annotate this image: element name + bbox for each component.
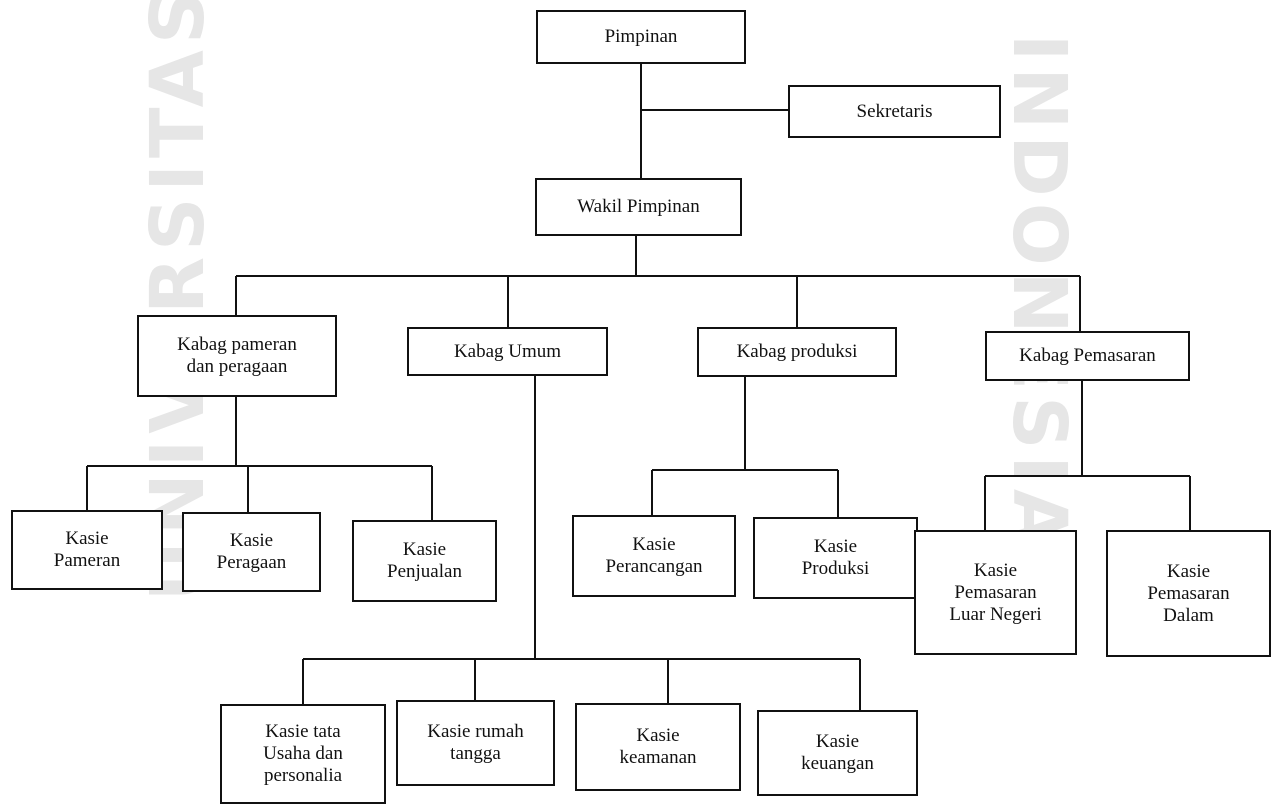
node-pimpinan-label: Pimpinan [604,26,678,47]
node-kabag-produksi-label: Kabag produksi [736,341,858,362]
node-kabag-pameran-label: Kabag pameran dan peragaan [177,334,297,377]
node-sekretaris-label: Sekretaris [856,100,933,122]
node-kasie-pemasaran-luar-label: Kasie Pemasaran Luar Negeri [949,559,1042,625]
node-kasie-penjualan: Kasie Penjualan [352,520,497,602]
node-kasie-keamanan: Kasie keamanan [575,703,741,791]
node-kasie-pameran-label: Kasie Pameran [53,528,121,571]
node-kasie-perancangan: Kasie Perancangan [572,515,736,597]
node-kasie-keuangan: Kasie keuangan [757,710,918,796]
node-kasie-keamanan-label: Kasie keamanan [619,725,697,768]
node-kabag-produksi: Kabag produksi [697,327,897,377]
node-kasie-pemasaran-luar: Kasie Pemasaran Luar Negeri [914,530,1077,655]
node-kasie-pameran: Kasie Pameran [11,510,163,590]
node-sekretaris: Sekretaris [788,85,1001,138]
node-wakil-pimpinan-label: Wakil Pimpinan [577,196,700,217]
node-kasie-tata-usaha: Kasie tata Usaha dan personalia [220,704,386,804]
node-kabag-pameran: Kabag pameran dan peragaan [137,315,337,397]
node-kabag-pemasaran-label: Kabag Pemasaran [1019,345,1156,366]
node-kasie-produksi: Kasie Produksi [753,517,918,599]
node-wakil-pimpinan: Wakil Pimpinan [535,178,742,236]
node-kabag-pemasaran: Kabag Pemasaran [985,331,1190,381]
node-kasie-penjualan-label: Kasie Penjualan [387,539,462,582]
node-kasie-pemasaran-dalam-label: Kasie Pemasaran Dalam [1147,560,1230,626]
node-kasie-produksi-label: Kasie Produksi [801,536,870,579]
node-kasie-peragaan-label: Kasie Peragaan [216,530,287,573]
node-kasie-perancangan-label: Kasie Perancangan [605,534,703,577]
node-kasie-rumah-tangga: Kasie rumah tangga [396,700,555,786]
node-kasie-peragaan: Kasie Peragaan [182,512,321,592]
node-kasie-rumah-tangga-label: Kasie rumah tangga [427,721,524,764]
node-kabag-umum-label: Kabag Umum [453,340,562,362]
node-kasie-pemasaran-dalam: Kasie Pemasaran Dalam [1106,530,1271,657]
node-kasie-tata-usaha-label: Kasie tata Usaha dan personalia [263,721,343,786]
node-kasie-keuangan-label: Kasie keuangan [801,731,874,774]
node-pimpinan: Pimpinan [536,10,746,64]
node-kabag-umum: Kabag Umum [407,327,608,376]
